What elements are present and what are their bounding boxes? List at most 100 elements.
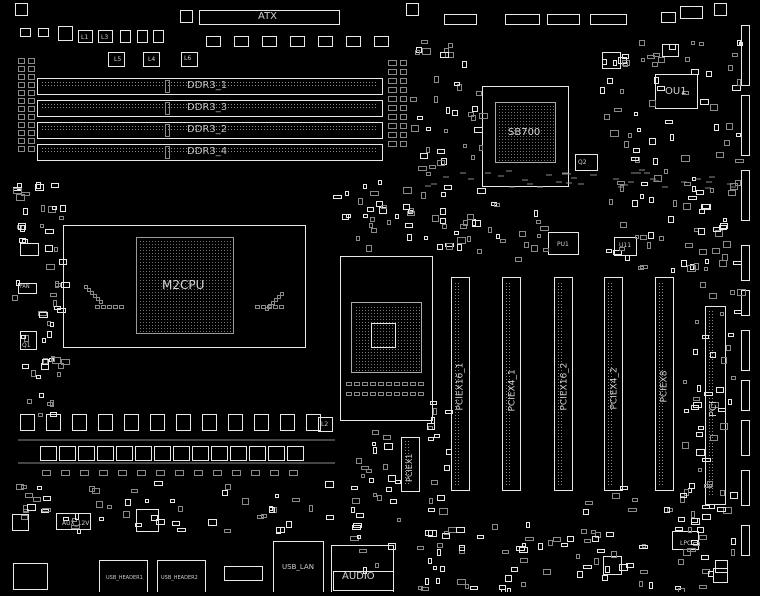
passive-214 — [42, 359, 49, 365]
ddr-cap-right-9 — [388, 141, 397, 147]
passive-49 — [463, 220, 468, 226]
small-component-top-17 — [374, 36, 389, 47]
mounting-pad-2 — [406, 3, 419, 16]
passive-185 — [35, 184, 44, 191]
pcie-slot-4-pins — [608, 283, 612, 485]
cpu-cap-row2-0 — [255, 305, 260, 309]
passive-106 — [652, 62, 658, 67]
passive-230 — [403, 187, 412, 194]
passive-301 — [583, 509, 589, 515]
passive-408 — [502, 550, 509, 554]
nb-cap-row2-6 — [394, 392, 400, 396]
passive-20 — [418, 166, 427, 171]
vrm-mosfet-0 — [20, 414, 35, 431]
passive-35 — [474, 127, 483, 133]
cpu-cap-diag-r-1 — [277, 295, 281, 299]
vrm-cap-11 — [251, 470, 260, 476]
vrm-box-2 — [78, 446, 95, 461]
passive-501 — [16, 484, 24, 490]
passive-204 — [18, 223, 26, 230]
ddr-cap-right2-0 — [400, 60, 407, 66]
passive-404 — [597, 549, 605, 553]
passive-322 — [691, 518, 700, 525]
small-component-top-0 — [20, 28, 31, 37]
ddr-slot-3-key — [165, 124, 170, 137]
passive-182 — [59, 216, 64, 220]
passive-476 — [704, 267, 708, 271]
passive-5 — [441, 192, 446, 197]
passive-68 — [531, 245, 538, 252]
passive-210 — [50, 400, 54, 407]
northbridge-outline — [340, 256, 433, 421]
passive-73 — [732, 53, 738, 57]
passive-234 — [407, 211, 415, 216]
passive-352 — [383, 435, 391, 440]
pciex1-slot — [401, 437, 420, 492]
cpu-cap-diag-l-5 — [99, 300, 103, 304]
passive-392 — [257, 515, 264, 519]
passive-259 — [370, 217, 375, 222]
ddr-cap-right2-6 — [400, 114, 407, 120]
aux-12v-label: AUX_12V — [62, 520, 90, 527]
passive-442 — [702, 458, 711, 462]
passive-147 — [635, 235, 639, 239]
passive-32 — [446, 107, 450, 114]
passive-157 — [684, 182, 691, 186]
passive-54 — [524, 242, 529, 248]
small-component-top-3 — [78, 30, 93, 43]
passive-123 — [726, 123, 733, 130]
passive-435 — [697, 385, 701, 392]
passive-286 — [680, 496, 685, 503]
ddr-slot-2 — [37, 100, 383, 117]
southbridge-package — [495, 102, 556, 163]
passive-272 — [428, 437, 434, 441]
passive-283 — [437, 495, 445, 501]
passive-67 — [534, 210, 538, 217]
passive-448 — [710, 352, 716, 358]
passive-385 — [145, 499, 149, 503]
cpu-cap-diag-l-3 — [93, 294, 97, 298]
passive-451 — [716, 387, 724, 393]
cpu-cap-row-0 — [95, 305, 100, 309]
small-component-top-10 — [181, 52, 198, 67]
pu1-chip — [548, 232, 579, 255]
passive-481 — [713, 227, 721, 232]
cpu-cap-row2-4 — [279, 305, 284, 309]
passive-10 — [463, 144, 467, 148]
passive-427 — [456, 527, 465, 533]
passive-162 — [619, 247, 625, 251]
passive-167 — [688, 196, 697, 200]
passive-33 — [444, 185, 452, 190]
passive-8 — [434, 96, 438, 103]
passive-178 — [38, 311, 47, 316]
passive-168 — [609, 199, 613, 205]
passive-467 — [705, 259, 709, 264]
nb-cap-row-1 — [354, 382, 360, 386]
passive-160 — [722, 254, 728, 261]
passive-212 — [51, 356, 55, 362]
passive-480 — [691, 405, 699, 410]
vrm-cap-13 — [289, 470, 298, 476]
nb-cap-row-9 — [418, 382, 424, 386]
passive-98 — [681, 155, 690, 162]
small-component-top-8 — [108, 52, 125, 67]
passive-29 — [454, 82, 460, 86]
passive-302 — [619, 564, 628, 571]
passive-459 — [710, 435, 718, 441]
passive-415 — [511, 567, 518, 572]
passive-268 — [440, 566, 445, 572]
pciex1-pins — [405, 441, 409, 484]
vrm-box-5 — [135, 446, 152, 461]
ddr-cap-right-5 — [388, 105, 397, 111]
passive-69 — [467, 236, 471, 242]
passive-407 — [583, 565, 592, 569]
vrm-mosfet-1 — [46, 414, 61, 431]
passive-170 — [45, 229, 54, 234]
passive-275 — [433, 566, 437, 570]
passive-384 — [177, 528, 186, 532]
passive-89 — [736, 133, 741, 137]
nb-cap-row2-4 — [378, 392, 384, 396]
passive-109 — [622, 54, 629, 59]
vrm-box-9 — [211, 446, 228, 461]
nb-cap-row-3 — [370, 382, 376, 386]
